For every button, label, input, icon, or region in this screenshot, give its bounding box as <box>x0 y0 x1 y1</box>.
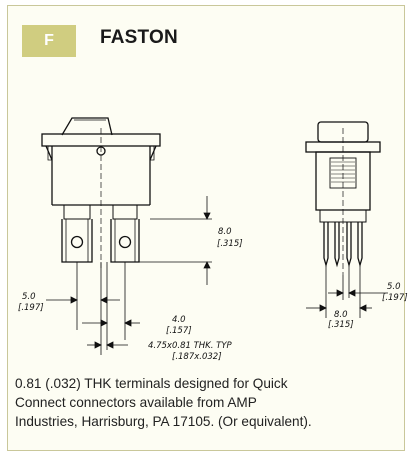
tab-width-mm-label: 4.0 <box>172 315 186 325</box>
side-view-switch <box>41 117 161 268</box>
bottom-dimensions <box>46 262 140 355</box>
left-spacing-in-label: [.197] <box>18 303 44 313</box>
end-view-dimensions <box>306 265 388 318</box>
note-line: Industries, Harrisburg, PA 17105. (Or eq… <box>15 414 312 429</box>
pitch-mm-label: 8.0 <box>334 310 348 320</box>
left-spacing-mm-label: 5.0 <box>22 292 36 302</box>
pitch-in-label: [.315] <box>328 320 354 330</box>
thickness-mm-label: 4.75x0.81 THK. TYP <box>148 341 233 351</box>
section-badge: F <box>22 25 76 57</box>
tab-width-in-label: [.157] <box>166 326 192 336</box>
height-mm-label: 8.0 <box>218 227 232 237</box>
end-view-switch <box>305 121 381 275</box>
height-dimension <box>139 196 212 285</box>
thickness-in-label: [.187x.032] <box>172 352 222 362</box>
end-spacing-mm-label: 5.0 <box>387 282 401 292</box>
section-title: FASTON <box>100 27 178 48</box>
terminal-note: 0.81 (.032) THK terminals designed for Q… <box>15 374 395 431</box>
height-in-label: [.315] <box>217 239 243 249</box>
note-line: Connect connectors available from AMP <box>15 395 257 410</box>
note-line: 0.81 (.032) THK terminals designed for Q… <box>15 376 288 391</box>
end-spacing-in-label: [.197] <box>382 293 408 303</box>
